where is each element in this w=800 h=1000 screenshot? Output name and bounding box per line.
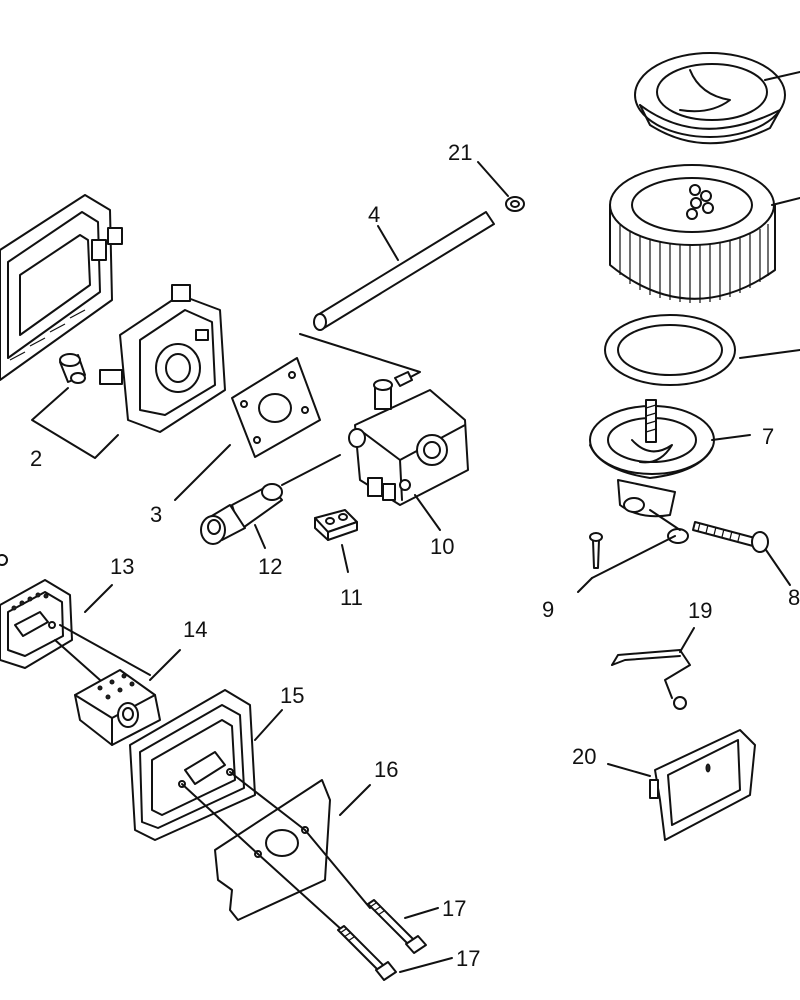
carburetor-part bbox=[348, 371, 469, 531]
frame-part bbox=[0, 194, 123, 381]
callout-10: 10 bbox=[430, 534, 454, 559]
callout-4: 4 bbox=[368, 202, 380, 227]
callout-3: 3 bbox=[150, 502, 162, 527]
tube-part bbox=[299, 211, 495, 381]
callout-8: 8 bbox=[788, 585, 800, 610]
callout-12: 12 bbox=[258, 554, 282, 579]
carb-gasket-part bbox=[174, 357, 321, 501]
small-screw-part bbox=[577, 532, 676, 593]
callout-21: 21 bbox=[448, 140, 472, 165]
filter-cover-part bbox=[634, 52, 800, 145]
plate-part bbox=[607, 729, 756, 841]
callout-2: 2 bbox=[30, 446, 42, 471]
callout-17b: 17 bbox=[456, 946, 480, 971]
muffler-part bbox=[129, 689, 283, 841]
filter-base-part bbox=[589, 399, 751, 544]
callout-11: 11 bbox=[340, 585, 363, 610]
callout-15: 15 bbox=[280, 683, 304, 708]
small-ring-part bbox=[477, 161, 525, 212]
callout-14: 14 bbox=[183, 617, 207, 642]
spacer-block-part bbox=[314, 509, 358, 573]
connector-block-part bbox=[54, 624, 181, 746]
callout-16: 16 bbox=[374, 757, 398, 782]
gasket-ring-part bbox=[604, 314, 800, 386]
heat-shield-part bbox=[181, 771, 371, 921]
bolt-upper-part bbox=[304, 829, 439, 954]
wire-bracket-part bbox=[611, 627, 695, 710]
callout-7: 7 bbox=[762, 424, 774, 449]
filter-element-part bbox=[609, 164, 800, 303]
bolt-lower-part bbox=[257, 853, 453, 981]
callout-20: 20 bbox=[572, 744, 596, 769]
callout-9: 9 bbox=[542, 597, 554, 622]
callout-19: 19 bbox=[688, 598, 712, 623]
exhaust-gasket-part bbox=[0, 554, 113, 669]
callout-17a: 17 bbox=[442, 896, 466, 921]
long-screw-part bbox=[692, 521, 791, 586]
intake-boot-part bbox=[200, 454, 341, 549]
fitting-part bbox=[31, 353, 119, 459]
intake-housing-part bbox=[99, 284, 226, 433]
callout-13: 13 bbox=[110, 554, 134, 579]
